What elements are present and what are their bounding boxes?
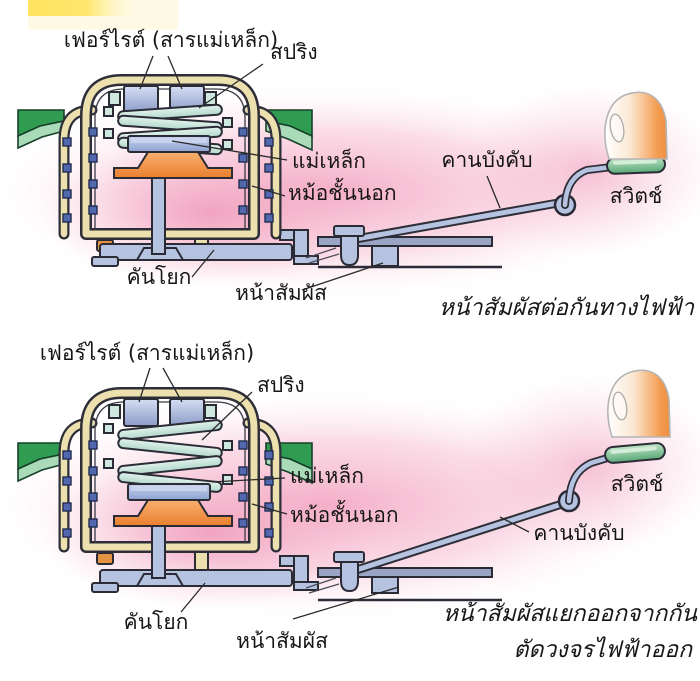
finger-released — [607, 369, 671, 438]
label-ferrite-bottom: เฟอร์ไรต์ (สารแม่เหล็ก) — [40, 339, 254, 365]
magnet — [127, 483, 211, 501]
moving-contact — [333, 225, 365, 267]
label-lever-top: คันโยก — [127, 265, 192, 289]
lever-foot — [91, 256, 119, 267]
handle-left — [17, 442, 65, 483]
control-beam-pivot-bottom — [557, 452, 618, 513]
caption-top: หน้าสัมผัสต่อกันทางไฟฟ้า — [439, 294, 695, 321]
pot-assembly-bottom — [17, 387, 313, 579]
fingernail — [612, 391, 628, 421]
caption-bottom-line2: ตัดวงจรไฟฟ้าออก — [514, 636, 694, 663]
label-spring-top: สปริง — [270, 40, 318, 64]
leader-lines-top — [139, 55, 501, 291]
lever-foot — [91, 582, 119, 593]
base-linkage-top — [91, 198, 563, 269]
label-outer-pot-top: หม้อชั้นนอก — [288, 178, 397, 205]
leader-lines-bottom — [138, 367, 530, 620]
pot-stud — [96, 552, 114, 565]
label-ferrite-top: เฟอร์ไรต์ (สารแม่เหล็ก) — [64, 26, 278, 52]
step-bracket — [279, 555, 319, 591]
pot-assembly-top — [17, 74, 313, 255]
lever-bar — [99, 243, 293, 261]
label-outer-pot-bottom: หม้อชั้นนอก — [290, 500, 399, 527]
fixed-contact — [371, 245, 399, 267]
label-contact-top: หน้าสัมผัส — [235, 281, 327, 305]
label-control-beam-top: คานบังคับ — [441, 148, 532, 172]
label-control-beam-bottom: คานบังคับ — [533, 521, 624, 545]
magnet — [127, 135, 211, 153]
label-contact-bottom: หน้าสัมผัส — [236, 629, 328, 653]
caption-bottom-line1: หน้าสัมผัสแยกออกจากกัน — [443, 601, 699, 627]
label-magnet-bottom: แม่เหล็ก — [290, 462, 364, 488]
top-diagram: เฟอร์ไรต์ (สารแม่เหล็ก) สปริง แม่เหล็ก ห… — [0, 26, 700, 321]
label-switch-bottom: สวิตช์ — [611, 472, 664, 496]
label-switch-top: สวิตช์ — [610, 184, 663, 208]
lever-bar — [99, 569, 293, 587]
yellow-corner-decoration — [28, 0, 178, 30]
contact-rail — [317, 567, 493, 578]
fingernail — [609, 113, 625, 143]
contact-rail — [317, 236, 493, 247]
ferrite-blocks — [108, 398, 217, 427]
moving-contact — [333, 551, 365, 593]
switch-button-top[interactable] — [606, 155, 666, 175]
rivets-top — [62, 127, 274, 223]
label-magnet-top: แม่เหล็ก — [292, 147, 366, 173]
base-linkage-bottom — [91, 499, 567, 602]
label-spring-bottom: สปริง — [257, 373, 305, 397]
spring-coil-extended — [103, 419, 233, 493]
control-beam-pivot-top — [553, 163, 616, 217]
bottom-diagram: เฟอร์ไรต์ (สารแม่เหล็ก) สปริง แม่เหล็ก ห… — [0, 339, 700, 663]
finger-pressing — [604, 91, 668, 160]
rivets-bottom — [62, 440, 274, 538]
label-lever-bottom: คันโยก — [124, 610, 189, 634]
switch-button-bottom[interactable] — [604, 442, 666, 464]
